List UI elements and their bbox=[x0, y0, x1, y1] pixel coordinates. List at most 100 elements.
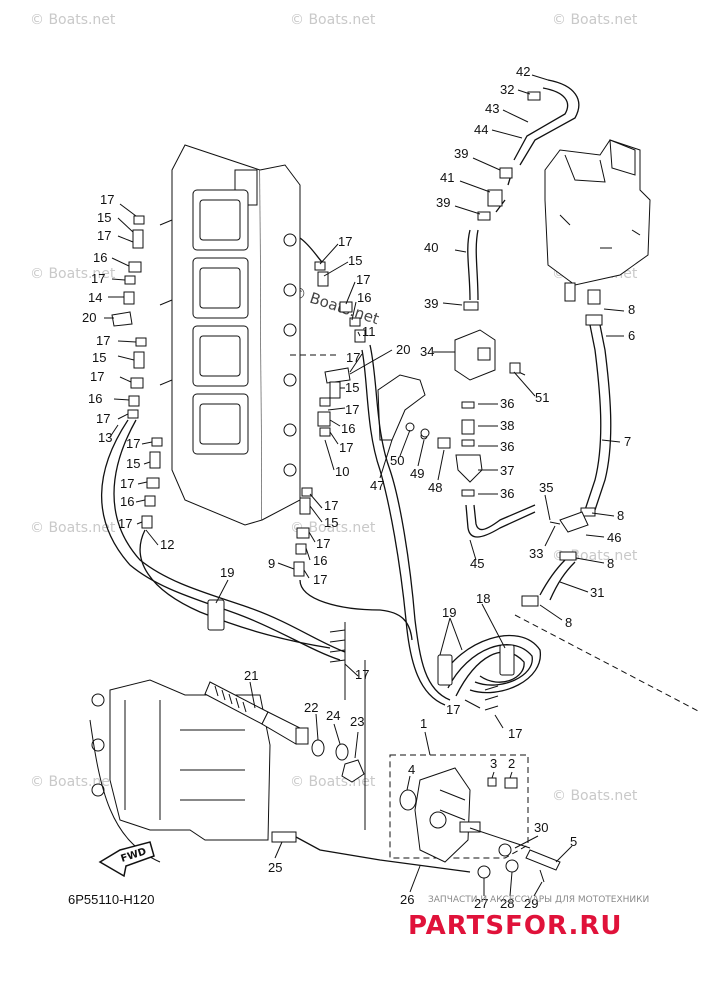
callout-label[interactable]: 17 bbox=[339, 440, 353, 455]
callout-label[interactable]: 17 bbox=[97, 228, 111, 243]
linkage-rod-26 bbox=[271, 831, 545, 883]
callout-label[interactable]: 18 bbox=[476, 591, 490, 606]
callout-label[interactable]: 25 bbox=[268, 860, 282, 875]
callout-label[interactable]: 17 bbox=[508, 726, 522, 741]
callout-label[interactable]: 49 bbox=[410, 466, 424, 481]
callout-label[interactable]: 9 bbox=[268, 556, 275, 571]
callout-label[interactable]: 39 bbox=[454, 146, 468, 161]
watermark-layer: © Boats.net © Boats.net © Boats.net © Bo… bbox=[30, 12, 638, 804]
callout-label[interactable]: 8 bbox=[607, 556, 614, 571]
callout-label[interactable]: 15 bbox=[97, 210, 111, 225]
callout-label[interactable]: 17 bbox=[100, 192, 114, 207]
callout-label[interactable]: 45 bbox=[470, 556, 484, 571]
callout-label[interactable]: 19 bbox=[220, 565, 234, 580]
callout-label[interactable]: 38 bbox=[500, 418, 514, 433]
callout-label[interactable]: 10 bbox=[335, 464, 349, 479]
callout-label[interactable]: 7 bbox=[624, 434, 631, 449]
callout-label[interactable]: 37 bbox=[500, 463, 514, 478]
callout-label[interactable]: 16 bbox=[120, 494, 134, 509]
callout-label[interactable]: 11 bbox=[362, 324, 376, 339]
callout-label[interactable]: 39 bbox=[424, 296, 438, 311]
callout-label[interactable]: 47 bbox=[370, 478, 384, 493]
callout-label[interactable]: 17 bbox=[126, 436, 140, 451]
callout-label[interactable]: 2 bbox=[508, 756, 515, 771]
callout-label[interactable]: 16 bbox=[357, 290, 371, 305]
callout-label[interactable]: 41 bbox=[440, 170, 454, 185]
callout-label[interactable]: 8 bbox=[565, 615, 572, 630]
callout-label[interactable]: 17 bbox=[446, 702, 460, 717]
callout-label[interactable]: 31 bbox=[590, 585, 604, 600]
callout-label[interactable]: 3 bbox=[490, 756, 497, 771]
callout-label[interactable]: 43 bbox=[485, 101, 499, 116]
callout-label[interactable]: 17 bbox=[118, 516, 132, 531]
callout-label[interactable]: 17 bbox=[90, 369, 104, 384]
callout-label[interactable]: 21 bbox=[244, 668, 258, 683]
callout-label[interactable]: 36 bbox=[500, 396, 514, 411]
callout-label[interactable]: 5 bbox=[570, 834, 577, 849]
callout-label[interactable]: 15 bbox=[92, 350, 106, 365]
oil-pump-assembly-1 bbox=[389, 754, 561, 871]
callout-label[interactable]: 14 bbox=[88, 290, 102, 305]
callout-label[interactable]: 17 bbox=[345, 402, 359, 417]
watermark: © Boats.net bbox=[290, 774, 376, 790]
callout-label[interactable]: 8 bbox=[617, 508, 624, 523]
callout-label[interactable]: 16 bbox=[313, 553, 327, 568]
callout-label[interactable]: 27 bbox=[474, 896, 488, 911]
callout-label[interactable]: 8 bbox=[628, 302, 635, 317]
fwd-arrow-icon: FWD bbox=[98, 841, 155, 878]
oil-tank-illustration bbox=[544, 139, 651, 305]
callout-label[interactable]: 15 bbox=[324, 515, 338, 530]
callout-label[interactable]: 15 bbox=[348, 253, 362, 268]
callout-label[interactable]: 12 bbox=[160, 537, 174, 552]
watermark: © Boats.net bbox=[30, 266, 116, 282]
callout-label[interactable]: 32 bbox=[500, 82, 514, 97]
callout-label[interactable]: 40 bbox=[424, 240, 438, 255]
callout-label[interactable]: 39 bbox=[436, 195, 450, 210]
callout-label[interactable]: 19 bbox=[442, 605, 456, 620]
callout-label[interactable]: 46 bbox=[607, 530, 621, 545]
callout-label[interactable]: 20 bbox=[396, 342, 410, 357]
callout-label[interactable]: 15 bbox=[126, 456, 140, 471]
callout-label[interactable]: 36 bbox=[500, 486, 514, 501]
watermark: © Boats.net bbox=[290, 520, 376, 536]
callout-label[interactable]: 17 bbox=[313, 572, 327, 587]
callout-label[interactable]: 17 bbox=[120, 476, 134, 491]
callout-label[interactable]: 35 bbox=[539, 480, 553, 495]
callout-label[interactable]: 17 bbox=[338, 234, 352, 249]
callout-label[interactable]: 30 bbox=[534, 820, 548, 835]
callout-label[interactable]: 22 bbox=[304, 700, 318, 715]
callout-label[interactable]: 16 bbox=[93, 250, 107, 265]
callout-label[interactable]: 50 bbox=[390, 453, 404, 468]
callout-label[interactable]: 48 bbox=[428, 480, 442, 495]
callout-label[interactable]: 17 bbox=[356, 272, 370, 287]
callout-label[interactable]: 1 bbox=[420, 716, 427, 731]
callout-label[interactable]: 17 bbox=[324, 498, 338, 513]
callout-label[interactable]: 36 bbox=[500, 439, 514, 454]
callout-label[interactable]: 44 bbox=[474, 122, 488, 137]
callout-label[interactable]: 33 bbox=[529, 546, 543, 561]
callout-label[interactable]: 13 bbox=[98, 430, 112, 445]
bracket-47-illustration bbox=[377, 374, 428, 441]
callout-label[interactable]: 16 bbox=[88, 391, 102, 406]
callout-label[interactable]: 17 bbox=[96, 333, 110, 348]
callout-label[interactable]: 24 bbox=[326, 708, 340, 723]
callout-label[interactable]: 28 bbox=[500, 896, 514, 911]
watermark: © Boats.net bbox=[30, 520, 116, 536]
callout-label[interactable]: 4 bbox=[408, 762, 415, 777]
callout-label[interactable]: 20 bbox=[82, 310, 96, 325]
callout-label[interactable]: 16 bbox=[341, 421, 355, 436]
callout-label[interactable]: 17 bbox=[346, 350, 360, 365]
callout-label[interactable]: 17 bbox=[355, 667, 369, 682]
callout-label[interactable]: 17 bbox=[96, 411, 110, 426]
callout-label[interactable]: 23 bbox=[350, 714, 364, 729]
callout-label[interactable]: 17 bbox=[316, 536, 330, 551]
callout-label[interactable]: 17 bbox=[91, 271, 105, 286]
callout-label[interactable]: 29 bbox=[524, 896, 538, 911]
callout-label[interactable]: 34 bbox=[420, 344, 434, 359]
callout-label[interactable]: 51 bbox=[535, 390, 549, 405]
callout-label[interactable]: 42 bbox=[516, 64, 530, 79]
callout-label[interactable]: 26 bbox=[400, 892, 414, 907]
shaft-21-and-seals bbox=[204, 681, 365, 783]
callout-label[interactable]: 15 bbox=[345, 380, 359, 395]
callout-label[interactable]: 6 bbox=[628, 328, 635, 343]
